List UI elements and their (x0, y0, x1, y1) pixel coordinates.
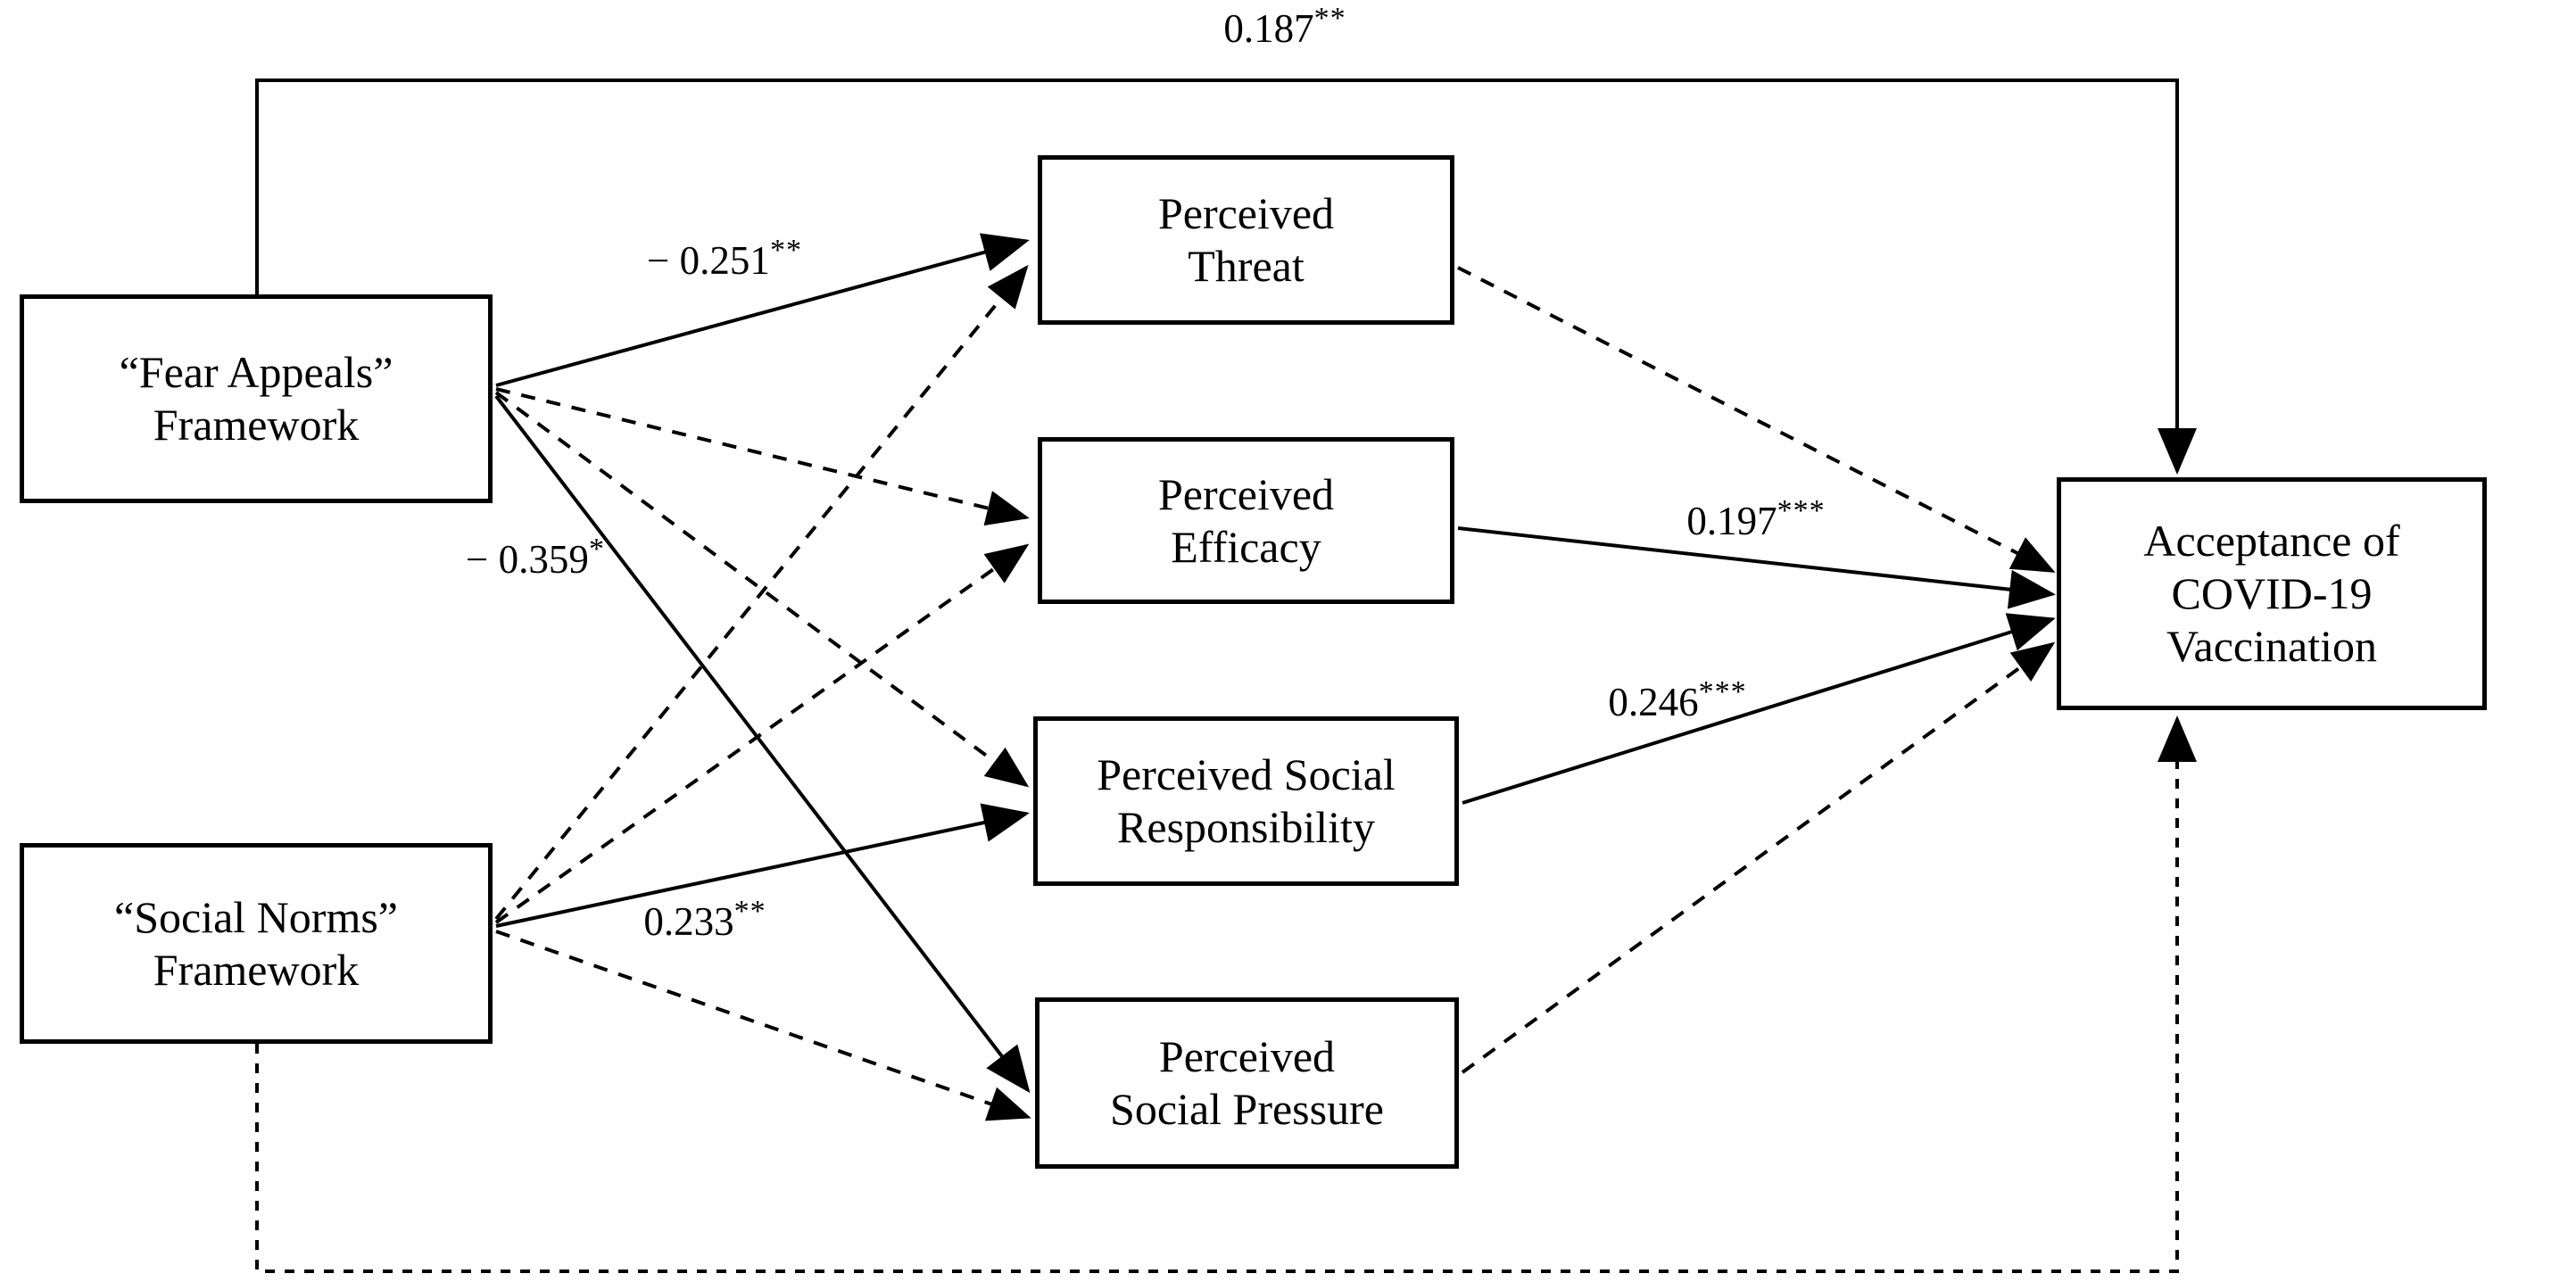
edge-responsibility-to-acceptance (1462, 613, 2056, 805)
coefficient-value: 0.187 (1223, 6, 1314, 51)
coefficient-value: 0.246 (1608, 680, 1699, 724)
node-label: Acceptance of COVID-19 Vaccination (2143, 516, 2400, 671)
edge-label-responsibility-to-acceptance: 0.246*** (1608, 675, 1746, 725)
edge-norms-to-efficacy (494, 543, 1030, 924)
node-perceived-efficacy[interactable]: Perceived Efficacy (1038, 437, 1454, 604)
significance-stars: ** (1313, 2, 1346, 35)
edge-threat-to-acceptance (1457, 266, 2056, 573)
edge-label-efficacy-to-acceptance: 0.197*** (1686, 494, 1825, 544)
edge-norms-to-acceptance (255, 715, 2197, 1273)
node-label: “Fear Appeals” Framework (119, 347, 393, 450)
edge-label-direct-fear-to-acceptance: 0.187** (1223, 2, 1346, 52)
significance-stars: *** (1698, 675, 1747, 708)
edge-norms-to-responsibility (495, 803, 1030, 928)
edge-efficacy-to-acceptance (1457, 526, 2056, 609)
significance-stars: * (588, 533, 605, 566)
node-perceived-social-pressure[interactable]: Perceived Social Pressure (1035, 997, 1459, 1169)
node-acceptance-of-covid19-vaccination[interactable]: Acceptance of COVID-19 Vaccination (2057, 477, 2487, 710)
edge-pressure-to-acceptance (1461, 641, 2056, 1074)
coefficient-value: 0.197 (1686, 499, 1777, 543)
significance-stars: ** (769, 234, 802, 267)
edge-norms-to-threat (494, 264, 1029, 921)
node-label: “Social Norms” Framework (114, 891, 398, 995)
node-perceived-threat[interactable]: Perceived Threat (1038, 155, 1454, 325)
significance-stars: *** (1777, 494, 1826, 527)
edge-fear-to-efficacy (495, 387, 1030, 526)
edge-label-norms-to-responsibility: 0.233** (643, 895, 766, 945)
node-fear-appeals-framework[interactable]: “Fear Appeals” Framework (20, 294, 493, 503)
node-label: Perceived Social Responsibility (1097, 749, 1396, 852)
coefficient-value: − 0.251 (647, 238, 770, 283)
node-label: Perceived Social Pressure (1110, 1031, 1384, 1134)
edge-fear-to-threat (495, 233, 1030, 387)
node-perceived-social-responsibility[interactable]: Perceived Social Responsibility (1033, 716, 1459, 886)
node-social-norms-framework[interactable]: “Social Norms” Framework (20, 843, 493, 1044)
edge-fear-to-responsibility (494, 391, 1030, 788)
coefficient-value: 0.233 (643, 899, 734, 944)
coefficient-value: − 0.359 (466, 537, 589, 582)
significance-stars: ** (733, 895, 766, 928)
edge-fear-to-pressure (494, 394, 1031, 1094)
edge-label-fear-to-pressure: − 0.359* (466, 533, 605, 583)
edge-fear-to-acceptance (255, 79, 2197, 475)
node-label: Perceived Threat (1157, 188, 1335, 291)
edge-norms-to-pressure (495, 930, 1031, 1121)
edge-label-fear-to-threat: − 0.251** (647, 234, 802, 284)
node-label: Perceived Efficacy (1157, 468, 1335, 572)
